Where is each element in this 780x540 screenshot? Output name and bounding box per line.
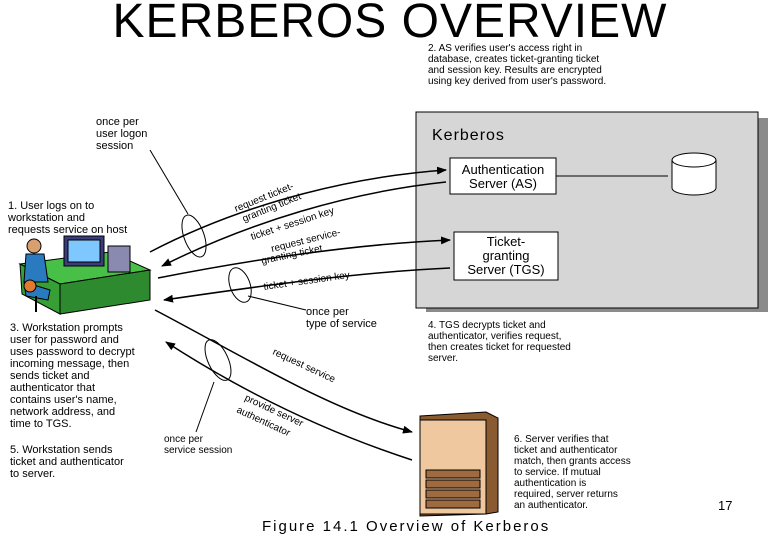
note-step1: 1. User logs on to workstation and reque… [8,200,128,236]
pointer-service-session [195,381,215,433]
label-request-service3: request service [271,347,338,386]
arrow-sgt-reply [163,267,451,303]
arrow-request-tgt [149,166,447,253]
tgs-label-2: granting [483,248,530,263]
note-step2: 2. AS verifies user's access right in da… [428,43,607,87]
logon-session-loop [181,214,207,258]
kerberos-label: Kerberos [432,127,505,144]
arrow-request-service [154,309,413,434]
note-once-logon: once per user logon session [96,116,148,152]
arrow-tgt-reply [161,181,447,267]
service-type-loop [228,267,252,303]
tgs-label-3: Server (TGS) [467,262,544,277]
tgs-label-1: Ticket- [487,234,526,249]
database-icon [671,152,717,196]
note-step4: 4. TGS decrypts ticket and authenticator… [428,320,571,364]
workstation-illustration [18,235,152,315]
server-illustration [419,411,499,517]
tgs-server-box: Ticket- granting Server (TGS) [453,231,559,281]
service-session-loop [204,339,232,381]
page-number: 17 [718,498,733,513]
slide-title: KERBEROS OVERVIEW [112,0,668,48]
arrow-request-sgt [157,236,451,279]
note-once-service-type: once per type of service [306,306,377,330]
note-once-service-session: once per service session [164,434,233,456]
arrow-server-auth [165,341,413,461]
as-label-2: Server (AS) [469,176,537,191]
note-step3: 3. Workstation prompts user for password… [10,322,135,430]
label-ticket-session2: ticket + session key [263,270,351,293]
note-step6: 6. Server verifies that ticket and authe… [514,434,631,511]
figure-caption: Figure 14.1 Overview of Kerberos [262,518,551,535]
as-label-1: Authentication [462,162,544,177]
note-step5: 5. Workstation sends ticket and authenti… [10,444,124,480]
pointer-logon [149,149,189,215]
as-server-box: Authentication Server (AS) [449,157,557,195]
pointer-service-type [247,295,307,311]
